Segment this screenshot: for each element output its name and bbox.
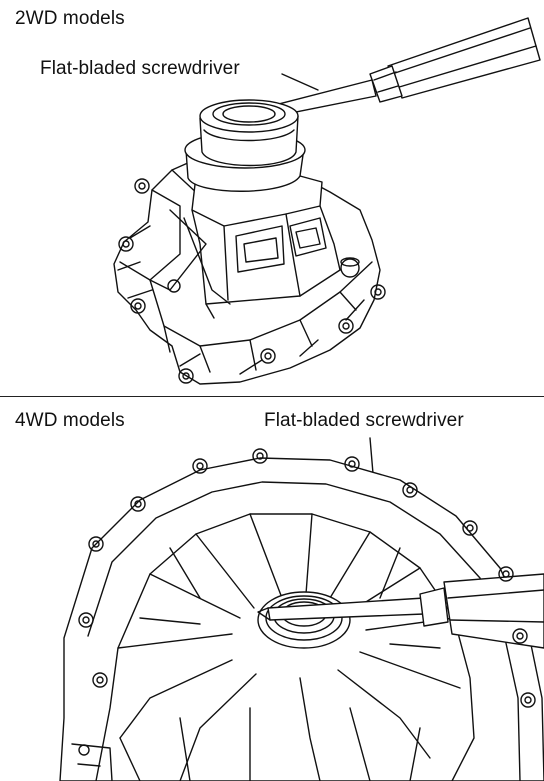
bolt-holes-2wd [119,179,385,383]
bolt-holes-4wd [79,449,535,755]
leader-line-2wd [282,74,318,90]
heading-4wd: 4WD models [15,410,125,431]
callout-screwdriver-4wd: Flat-bladed screwdriver [264,410,464,431]
oil-seal-2wd [213,103,285,125]
heading-2wd: 2WD models [15,8,125,29]
panel-4wd: 4WD models Flat-bladed screwdriver [0,398,544,781]
diagram-4wd [0,398,544,781]
panel-2wd: 2WD models Flat-bladed screwdriver [0,0,544,396]
panel-divider [0,396,544,397]
seal-collar-2wd [185,100,305,191]
diagram-2wd [0,0,544,396]
callout-screwdriver-2wd: Flat-bladed screwdriver [40,58,240,79]
extension-housing-2wd [114,162,380,384]
